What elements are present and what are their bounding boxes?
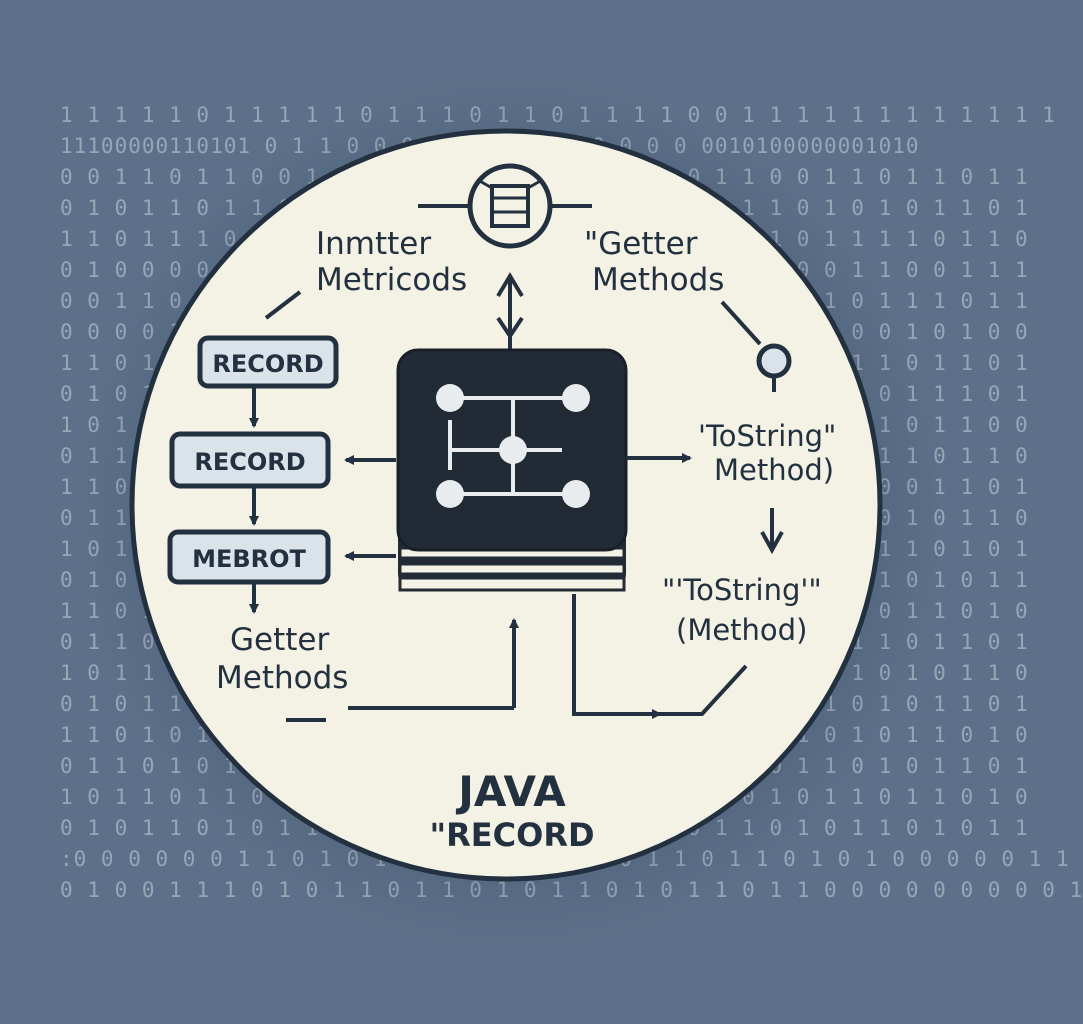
record-box-2: RECORD bbox=[169, 431, 331, 489]
diagram-title-line1: JAVA bbox=[455, 767, 566, 816]
label-inmtter: Inmtter bbox=[316, 226, 431, 262]
down-arrow-right bbox=[760, 508, 784, 555]
label-getter-bottom-1: Getter bbox=[230, 622, 329, 658]
pin-icon bbox=[720, 300, 792, 392]
label-metricods: Metricods bbox=[316, 262, 467, 298]
java-record-diagram: Inmtter Metricods "Getter Methods RECORD… bbox=[129, 128, 883, 882]
diagram-title-line2: "RECORD bbox=[429, 816, 594, 854]
record-box-2-label: RECORD bbox=[194, 448, 305, 476]
label-getter-top-1: "Getter bbox=[584, 226, 698, 262]
connector-tick-left bbox=[264, 290, 302, 320]
vertical-double-arrow bbox=[496, 272, 524, 350]
record-box-3: MEBROT bbox=[167, 529, 331, 585]
record-box-3-label: MEBROT bbox=[192, 545, 306, 573]
label-getter-top-2: Methods bbox=[592, 262, 724, 298]
label-tostring-1b: Method) bbox=[714, 453, 834, 487]
globe-icon bbox=[418, 163, 592, 249]
label-tostring-2a: "'ToString'" bbox=[662, 573, 822, 607]
record-box-1: RECORD bbox=[197, 335, 339, 389]
central-chip-icon bbox=[396, 348, 628, 592]
label-getter-bottom-2: Methods bbox=[216, 660, 348, 696]
record-box-1-label: RECORD bbox=[212, 350, 323, 378]
label-tostring-2b: (Method) bbox=[676, 613, 807, 647]
bottom-connectors bbox=[286, 594, 748, 722]
label-tostring-1a: 'ToString" bbox=[698, 419, 836, 453]
